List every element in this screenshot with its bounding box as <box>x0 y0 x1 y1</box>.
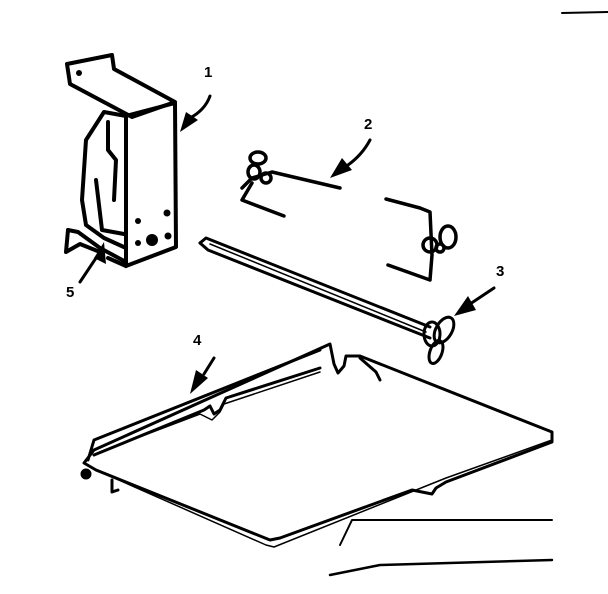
spit-rod-part <box>198 236 456 365</box>
spit-fork-left-part <box>240 150 342 218</box>
spit-fork-right-part <box>384 197 458 282</box>
motor-housing-part <box>64 53 178 268</box>
callout-label-4: 4 <box>193 332 202 349</box>
callout-label-5: 5 <box>66 284 75 301</box>
callout-5-arrow <box>78 242 106 284</box>
callout-label-3: 3 <box>496 263 505 280</box>
bottom-rules <box>328 519 554 577</box>
callout-4-arrow <box>190 356 216 394</box>
callout-1-arrow <box>180 94 212 132</box>
housing-holes <box>76 70 172 246</box>
callout-label-2: 2 <box>364 116 373 133</box>
callout-3-arrow <box>454 286 496 316</box>
top-rule <box>561 11 608 14</box>
callout-label-1: 1 <box>204 64 213 81</box>
wire-rack-part <box>80 342 554 548</box>
callout-2-arrow <box>330 138 372 178</box>
